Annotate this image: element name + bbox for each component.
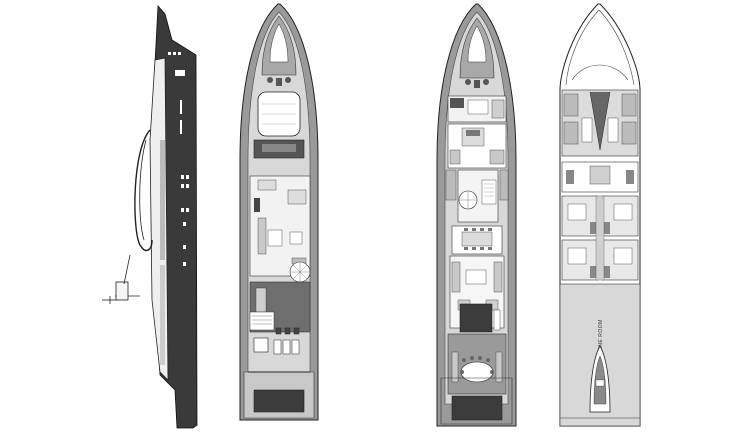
hull-windows <box>168 52 189 266</box>
lower-deck-guest-cabins <box>561 195 639 281</box>
tender-crane <box>102 254 140 304</box>
main-deck-aft-table <box>460 361 494 383</box>
sun-deck-swim-platform <box>253 389 305 413</box>
main-deck-lobby <box>459 303 493 333</box>
main-deck-swim-platform <box>451 395 503 421</box>
engine-room-label: ENGINE ROOM <box>598 319 604 361</box>
lower-deck-plan: ENGINE ROOM <box>559 3 641 427</box>
radar-arch <box>134 129 153 252</box>
sun-deck-sunpads <box>273 327 300 355</box>
sun-deck-plan <box>239 3 319 421</box>
side-profile-view <box>102 4 198 429</box>
superstructure <box>149 57 169 381</box>
sun-deck-jacuzzi <box>253 337 269 353</box>
main-deck-plan <box>436 3 517 427</box>
